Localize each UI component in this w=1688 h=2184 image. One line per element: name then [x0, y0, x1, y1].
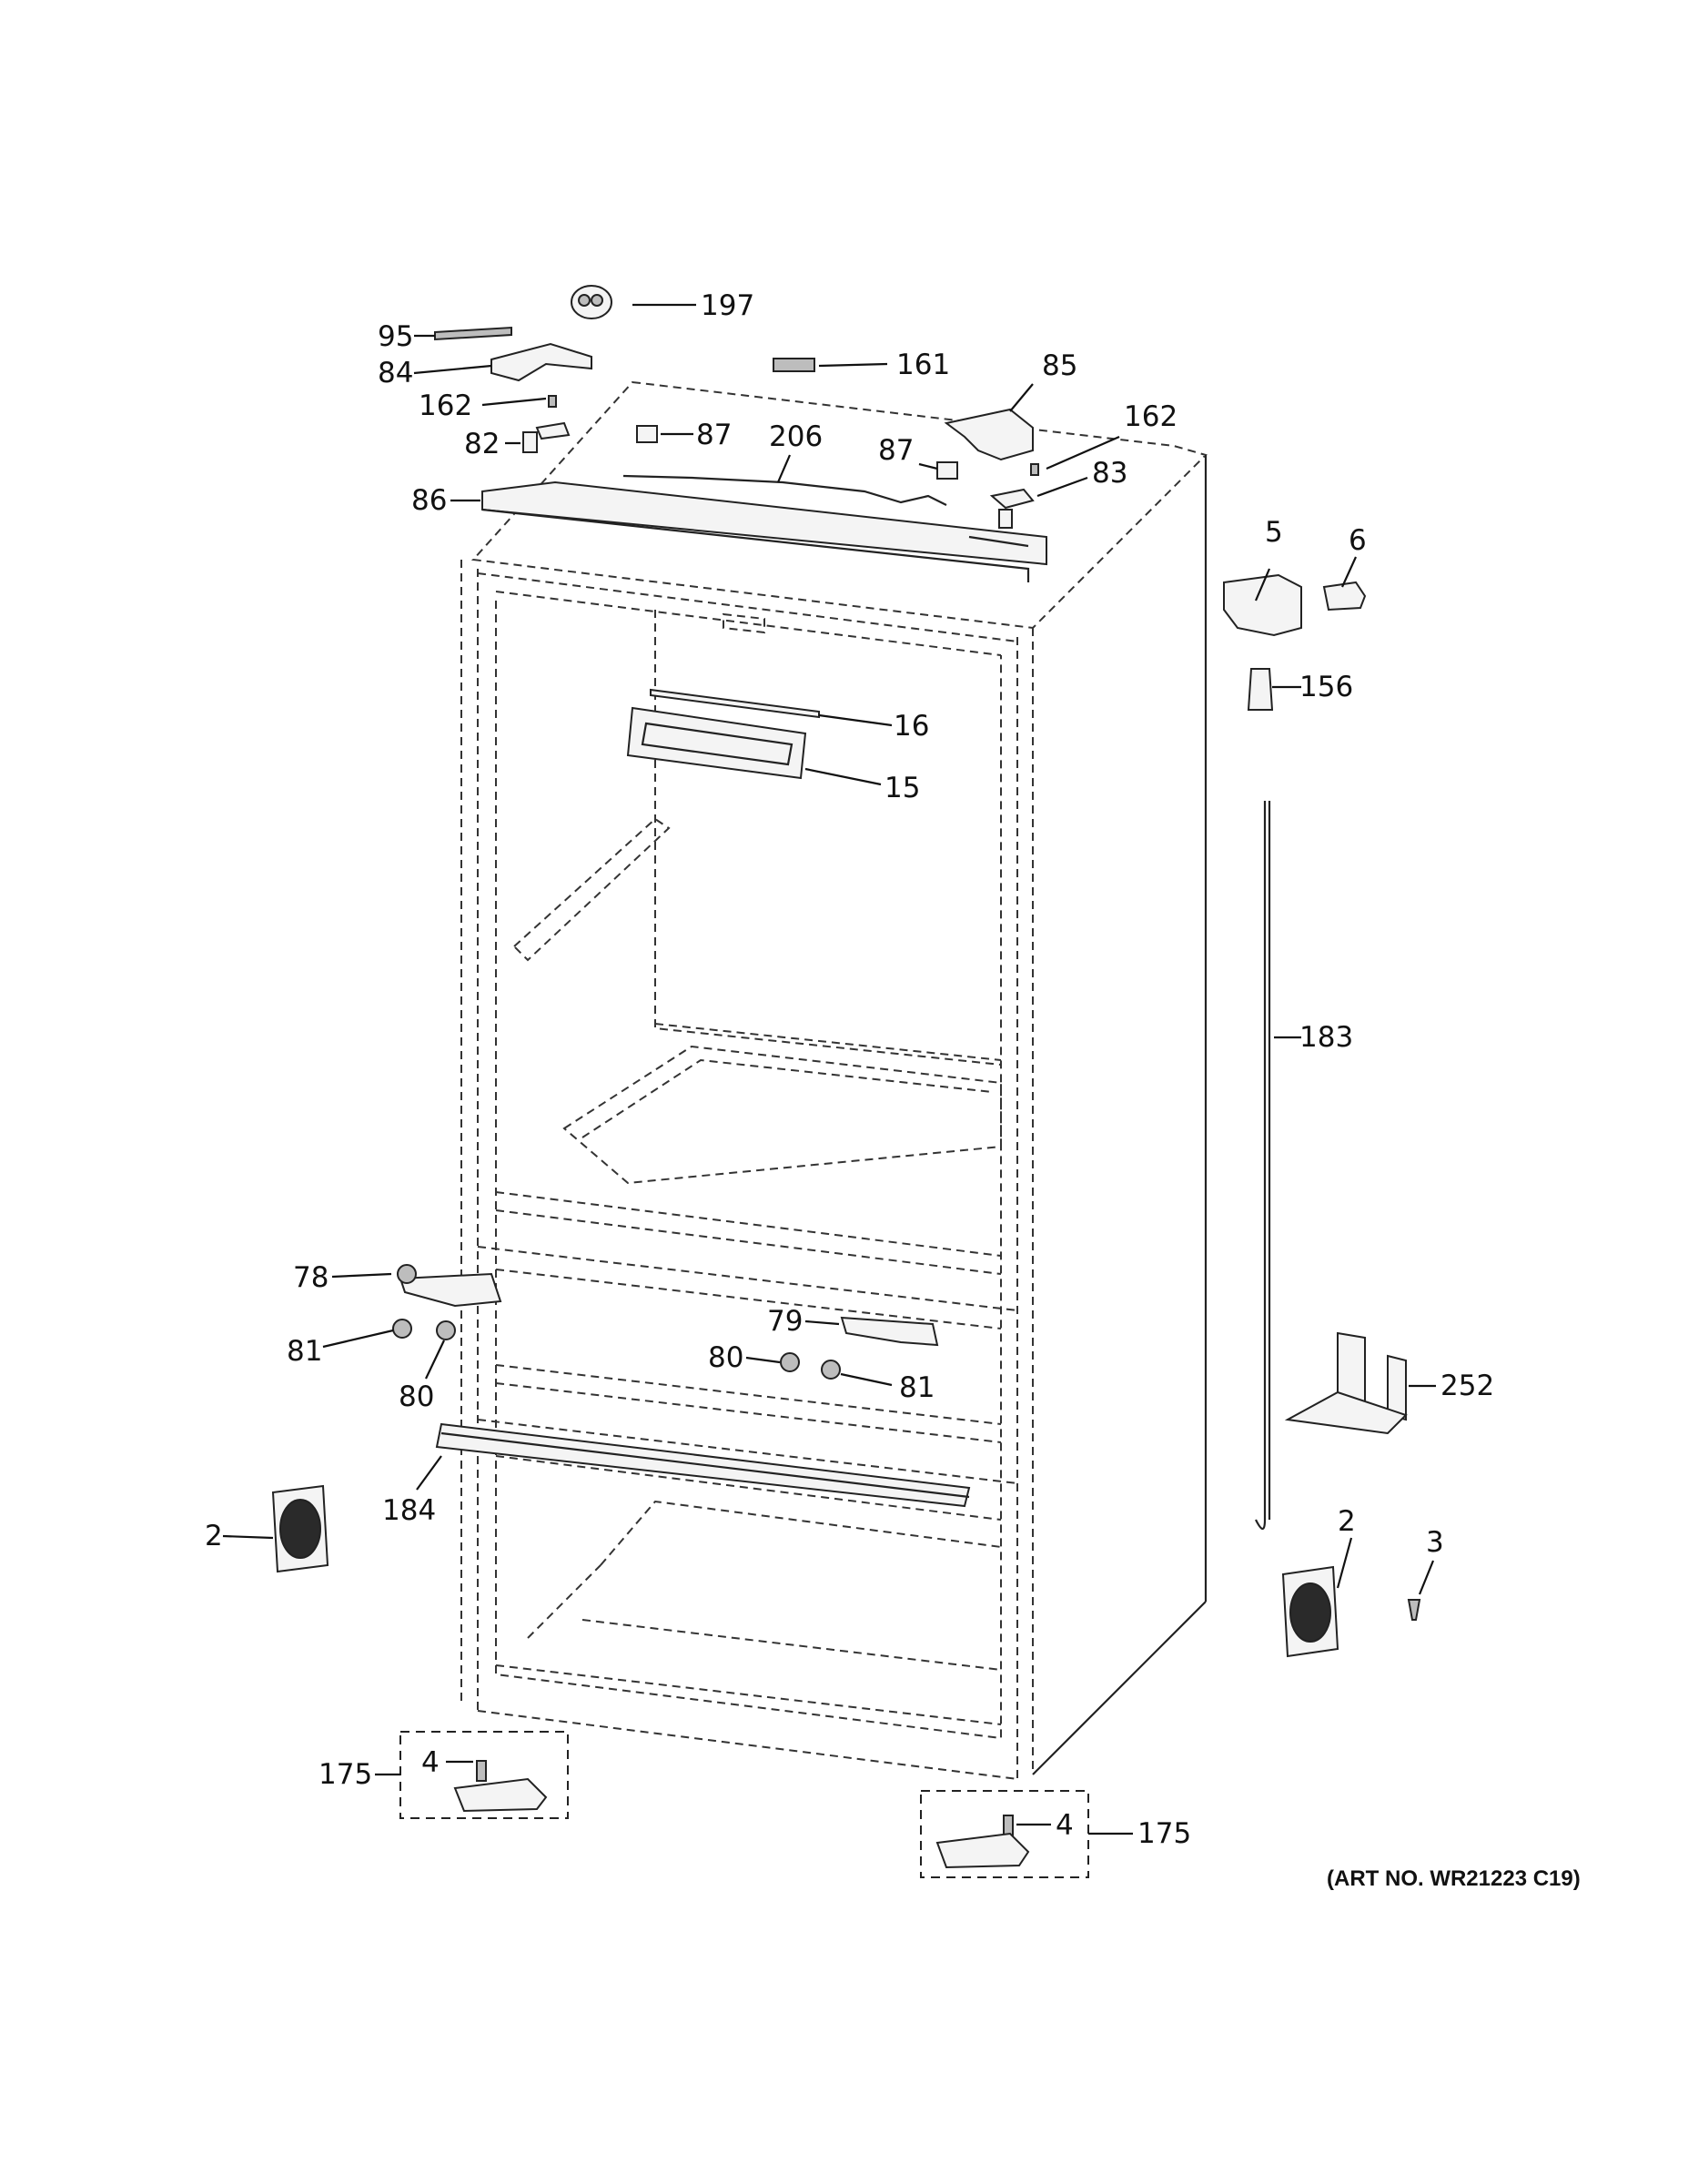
label-175-left: 175: [318, 1758, 372, 1791]
label-162-right: 162: [1124, 400, 1178, 433]
label-156: 156: [1299, 671, 1353, 703]
label-84: 84: [378, 357, 413, 389]
label-80-left: 80: [399, 1380, 434, 1413]
label-6: 6: [1349, 524, 1367, 557]
center-hinge-78: [397, 1264, 502, 1308]
label-184: 184: [382, 1494, 436, 1527]
screw-81-left: [392, 1319, 412, 1339]
part-161: [773, 358, 815, 372]
grill-2-right: [1281, 1565, 1339, 1658]
bumper-197: [571, 285, 612, 319]
callout-labels: 197 95 84 161 85 162 162 82 87 206 87 83…: [205, 289, 1581, 1891]
screw-162-right: [1030, 463, 1039, 476]
screw-81-right: [821, 1360, 841, 1380]
label-95: 95: [378, 320, 413, 353]
label-87-left: 87: [696, 419, 732, 451]
leader-lines: [222, 303, 1436, 1835]
bracket-5: [1223, 573, 1302, 637]
label-87-right: 87: [878, 434, 914, 467]
strip-16: [650, 688, 820, 719]
center-hinge-79: [840, 1316, 939, 1347]
label-206: 206: [769, 420, 823, 453]
label-80-right: 80: [708, 1341, 743, 1374]
hinge-84: [490, 342, 592, 382]
clip-6: [1322, 581, 1367, 612]
part-82: [522, 421, 571, 453]
label-175-right: 175: [1137, 1817, 1191, 1850]
art-number: (ART NO. WR21223 C19): [1327, 1866, 1581, 1891]
label-81-left: 81: [287, 1335, 322, 1368]
screw-80-right: [780, 1352, 800, 1372]
part-156: [1247, 668, 1274, 711]
label-161: 161: [896, 349, 950, 381]
label-3: 3: [1426, 1526, 1444, 1559]
screw-162-left: [548, 395, 557, 408]
label-16: 16: [894, 710, 929, 743]
refrigerator-cabinet: [460, 380, 1208, 1780]
label-5: 5: [1265, 516, 1283, 549]
part-83: [989, 488, 1035, 529]
light-lens-15: [626, 706, 807, 780]
part-87-left: [636, 425, 658, 443]
label-78: 78: [293, 1261, 329, 1294]
label-86: 86: [411, 484, 447, 517]
label-183: 183: [1299, 1021, 1353, 1054]
bracket-252: [1284, 1331, 1408, 1435]
label-81-right: 81: [899, 1371, 935, 1404]
grill-2-left: [271, 1484, 329, 1573]
label-79: 79: [767, 1305, 803, 1338]
tube-183: [1255, 801, 1267, 1531]
label-82: 82: [464, 428, 500, 460]
label-15: 15: [884, 772, 920, 804]
label-85: 85: [1042, 349, 1077, 382]
label-2-right: 2: [1338, 1505, 1356, 1538]
screw-80-left: [436, 1320, 456, 1340]
part-87-right: [936, 461, 958, 480]
rail-184: [435, 1422, 971, 1508]
label-162-left: 162: [419, 389, 472, 422]
leveler-175-right: [920, 1790, 1089, 1878]
label-2-left: 2: [205, 1520, 223, 1552]
label-252: 252: [1440, 1370, 1494, 1402]
wire-harness-206: [622, 474, 947, 506]
spring-95: [434, 326, 512, 341]
label-197: 197: [701, 289, 754, 322]
label-4-right: 4: [1056, 1809, 1074, 1842]
hinge-85: [944, 408, 1034, 461]
screw-3: [1407, 1599, 1421, 1621]
label-4-left: 4: [421, 1746, 440, 1779]
parts: [271, 285, 1421, 1878]
top-channel-86: [481, 480, 1047, 582]
label-83: 83: [1092, 457, 1127, 490]
